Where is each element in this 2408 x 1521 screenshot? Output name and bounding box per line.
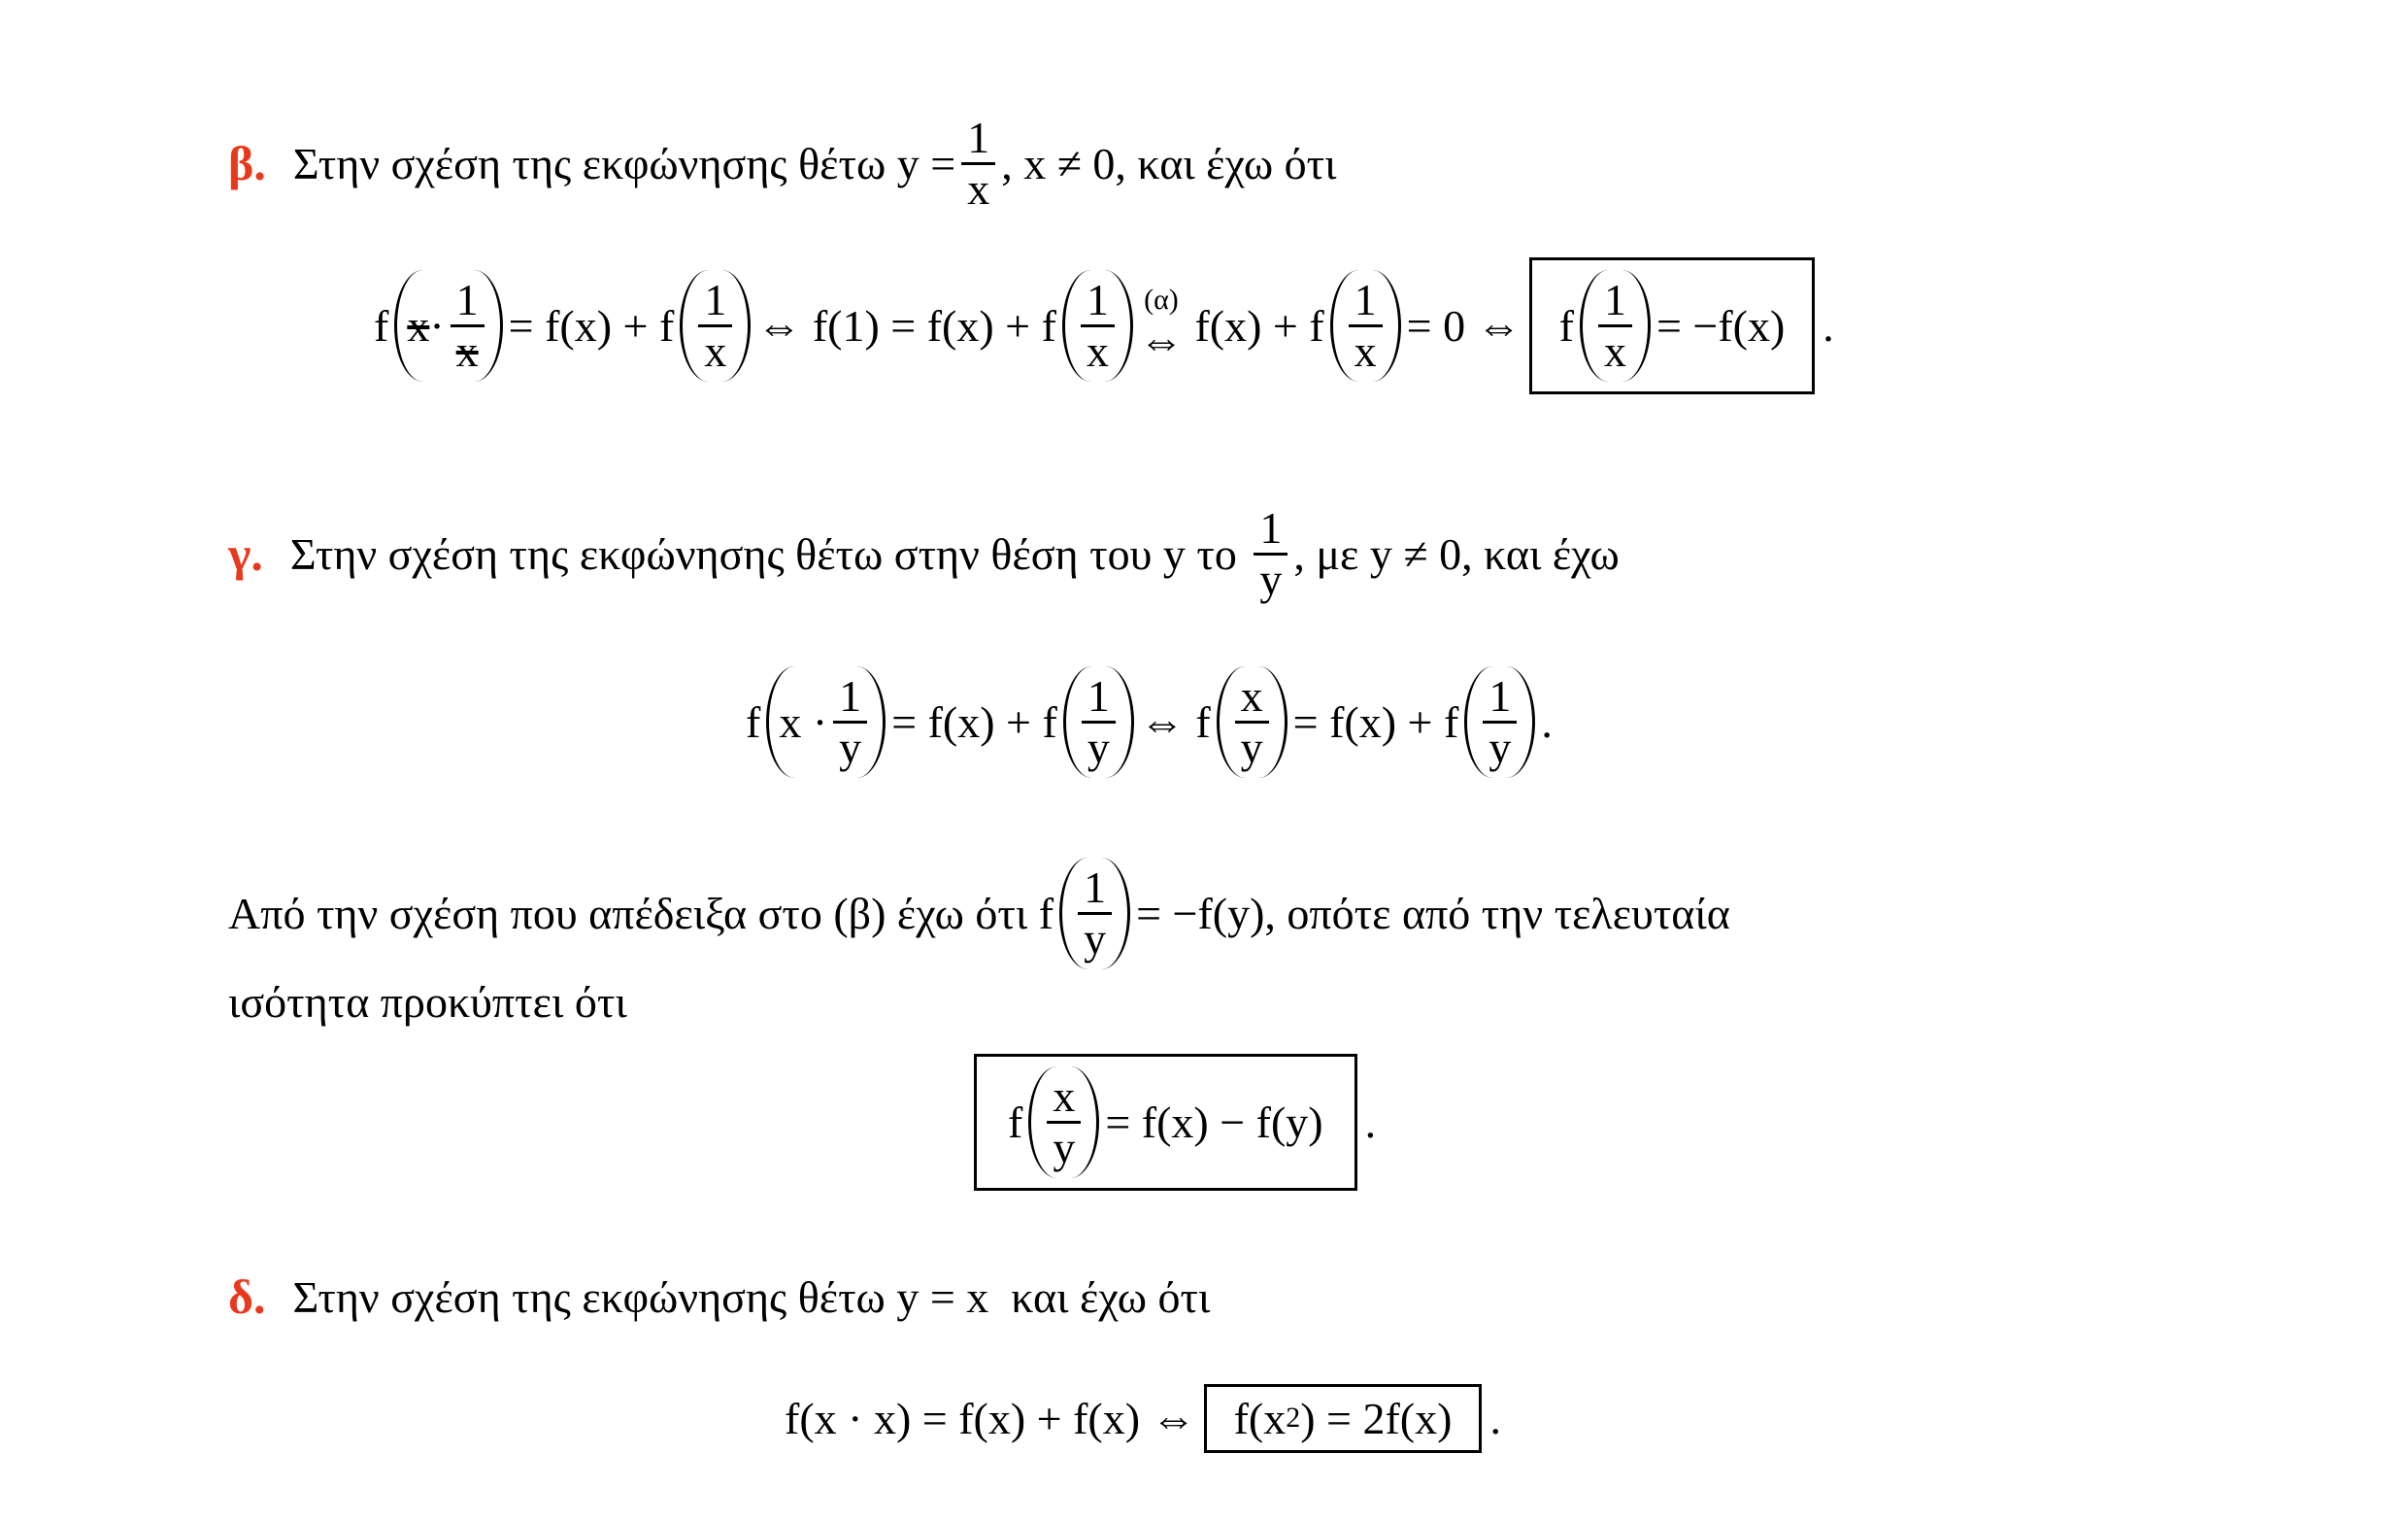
part-g-condition: , με y ≠ 0, και έχω <box>1293 528 1620 579</box>
part-b-condition: , x ≠ 0, και έχω ότι <box>1001 138 1337 188</box>
part-g-statement: γ. Στην σχέση της εκφώνησης θέτω στην θέ… <box>228 495 1620 612</box>
fraction-one-over-y: 1 y <box>1254 503 1288 604</box>
part-b-marker: β. <box>228 136 266 190</box>
part-d-intro: Στην σχέση της εκφώνησης θέτω y = x και … <box>292 1271 1211 1322</box>
paren-group: x · 1 x <box>394 269 503 382</box>
part-g-text-line-1: Από την σχέση που απέδειξα στο (β) έχω ό… <box>228 855 1730 971</box>
part-g-intro: Στην σχέση της εκφώνησης θέτω στην θέση … <box>289 528 1249 579</box>
part-g-marker: γ. <box>228 526 263 581</box>
part-b-statement: β. Στην σχέση της εκφώνησης θέτω y = 1 x… <box>228 105 1337 221</box>
part-g-text-line-2: ισότητα προκύπτει ότι <box>228 977 627 1027</box>
part-b-y-eq: y = <box>896 138 956 188</box>
result-box-g: f x y = f(x) − f(y) <box>974 1053 1357 1191</box>
fraction-one-over-x: 1 x <box>961 113 996 214</box>
part-b-equation: f x · 1 x = f(x) + f 1 x ⇔ f(1) = f(x) +… <box>374 256 1834 394</box>
part-d-statement: δ. Στην σχέση της εκφώνησης θέτω y = x κ… <box>228 1238 1210 1355</box>
part-g-equation: f x · 1 y = f(x) + f 1 y ⇔ f x y = f(x) … <box>746 663 1553 780</box>
part-g-result: f x y = f(x) − f(y) . <box>966 1049 1376 1195</box>
part-d-marker: δ. <box>228 1269 266 1324</box>
part-b-intro: Στην σχέση της εκφώνησης θέτω <box>292 138 897 188</box>
result-box-b: f 1 x = −f(x) <box>1528 256 1816 394</box>
alpha-iff: (α) ⇔ <box>1138 283 1184 365</box>
